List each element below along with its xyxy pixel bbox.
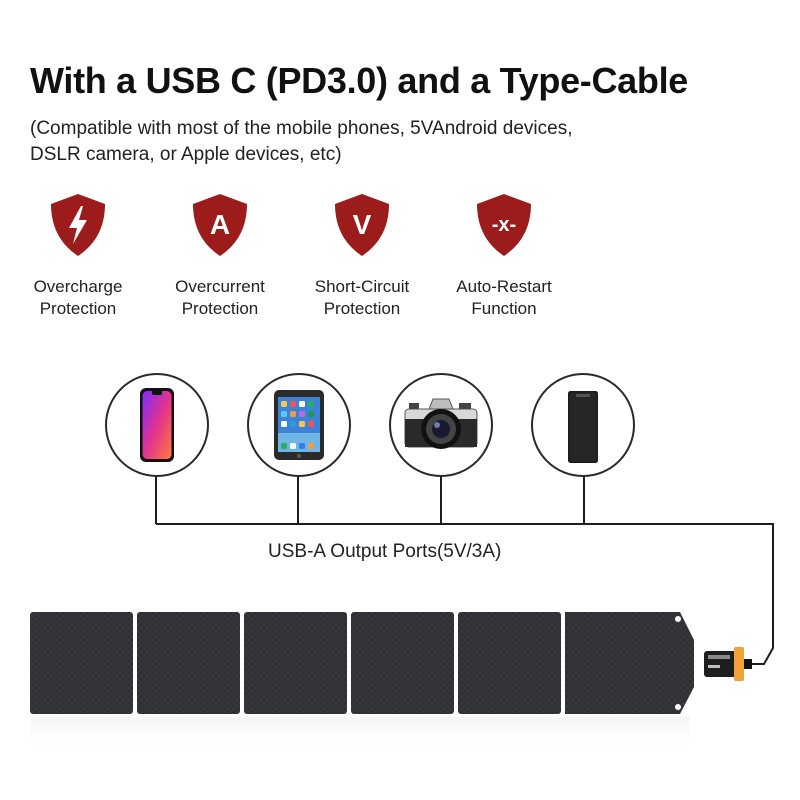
solar-panel	[30, 612, 752, 753]
feature-auto-restart: -x- Auto-Restart Function	[434, 192, 574, 320]
ampere-shield-icon: A	[193, 194, 247, 256]
feature-overcurrent-protection: A Overcurrent Protection	[150, 192, 290, 320]
compatibility-note-line2: DSLR camera, or Apple devices, etc)	[30, 144, 342, 165]
shield-glyph: -x-	[492, 214, 516, 236]
junction-box	[704, 647, 752, 681]
feature-label-line2: Function	[471, 299, 537, 318]
power-bank-icon	[568, 391, 598, 463]
restart-shield-icon: -x-	[477, 194, 531, 256]
device-camera	[389, 373, 493, 477]
feature-short-circuit-protection: V Short-Circuit Protection	[292, 192, 432, 320]
feature-label-line2: Protection	[323, 299, 401, 318]
feature-label-line1: Auto-Restart	[456, 277, 552, 296]
compatibility-note: (Compatible with most of the mobile phon…	[30, 116, 730, 168]
feature-overcharge-protection: Overcharge Protection	[8, 192, 148, 320]
shield-glyph: A	[210, 209, 230, 240]
voltage-shield-icon: V	[335, 194, 389, 256]
feature-label-line1: Short-Circuit	[314, 277, 410, 296]
shield-glyph: V	[353, 209, 372, 240]
tablet-icon	[274, 390, 324, 460]
lightning-shield-icon	[51, 194, 105, 256]
output-ports-label: USB-A Output Ports(5V/3A)	[268, 541, 502, 562]
device-tablet	[247, 373, 351, 477]
page-title: With a USB C (PD3.0) and a Type-Cable	[30, 60, 689, 101]
device-power-bank	[531, 373, 635, 477]
feature-label-line1: Overcurrent	[175, 277, 265, 296]
compatibility-note-line1: (Compatible with most of the mobile phon…	[30, 118, 573, 139]
feature-label-line1: Overcharge	[33, 277, 123, 296]
feature-label-line2: Protection	[39, 299, 117, 318]
camera-icon	[404, 398, 478, 449]
feature-label-line2: Protection	[181, 299, 259, 318]
device-smartphone	[105, 373, 209, 477]
smartphone-icon	[140, 388, 174, 462]
